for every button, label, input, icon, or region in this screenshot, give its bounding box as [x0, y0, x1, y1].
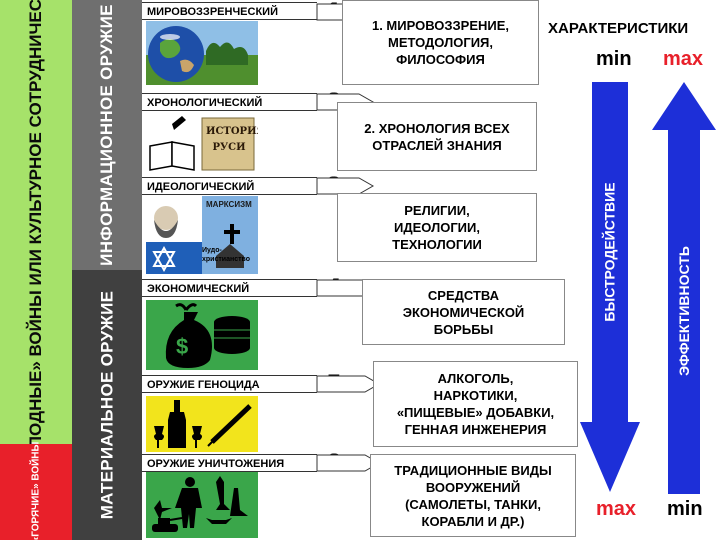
earth-icon [146, 21, 258, 85]
cold-war-label: «ХОЛОДНЫЕ» ВОЙНЫ ИЛИ КУЛЬТУРНОЕ СОТРУДНИ… [26, 0, 46, 481]
category-label-economic: ЭКОНОМИЧЕСКИЙ [142, 279, 317, 297]
speed-top-label: min [596, 48, 632, 70]
money-bag-coins-image: $ [146, 300, 258, 370]
category-label-worldview: МИРОВОЗЗРЕНЧЕСКИЙ [142, 2, 317, 20]
material-weapons-label: МАТЕРИАЛЬНОЕ ОРУЖИЕ [97, 290, 117, 520]
svg-text:$: $ [176, 334, 188, 359]
history-books-image: ИСТОРИЯ РУСИ [146, 112, 258, 174]
speed-label: БЫСТРОДЕЙСТВИЕ [602, 182, 619, 322]
effectiveness-label: ЭФФЕКТИВНОСТЬ [676, 246, 693, 376]
description-1: 1. МИРОВОЗЗРЕНИЕ, МЕТОДОЛОГИЯ, ФИЛОСОФИЯ [342, 0, 539, 85]
effectiveness-bottom-label: min [667, 498, 703, 520]
connector-arrow-5 [316, 375, 381, 393]
description-6: ТРАДИЦИОННЫЕ ВИДЫ ВООРУЖЕНИЙ (САМОЛЕТЫ, … [370, 454, 576, 537]
speed-label-wrap: БЫСТРОДЕЙСТВИЕ [580, 82, 640, 422]
cold-war-band: «ХОЛОДНЫЕ» ВОЙНЫ ИЛИ КУЛЬТУРНОЕ СОТРУДНИ… [0, 0, 72, 481]
effectiveness-top-label: max [663, 48, 704, 70]
ideology-icon [146, 196, 244, 274]
earth-landscape-image [146, 21, 258, 85]
speed-bottom-label: max [596, 498, 637, 520]
description-2: 2. ХРОНОЛОГИЯ ВСЕХ ОТРАСЛЕЙ ЗНАНИЯ [337, 102, 537, 171]
judeo-christian-tile-text: Иудо- христианство [202, 247, 251, 263]
book-icon [149, 116, 255, 171]
money-bag-icon: $ [165, 303, 250, 368]
material-weapons-band: МАТЕРИАЛЬНОЕ ОРУЖИЕ [72, 270, 142, 540]
description-4: СРЕДСТВА ЭКОНОМИЧЕСКОЙ БОРЬБЫ [362, 279, 565, 345]
description-3: РЕЛИГИИ, ИДЕОЛОГИИ, ТЕХНОЛОГИИ [337, 193, 537, 262]
category-label-genocide: ОРУЖИЕ ГЕНОЦИДА [142, 375, 317, 393]
connector-arrow-3 [316, 177, 375, 195]
effectiveness-label-wrap: ЭФФЕКТИВНОСТЬ [652, 130, 716, 492]
hot-war-band: «ГОРЯЧИЕ» ВОЙНЫ [0, 441, 72, 542]
information-weapons-band: ИНФОРМАЦИОННОЕ ОРУЖИЕ [72, 0, 142, 270]
category-label-destruction: ОРУЖИЕ УНИЧТОЖЕНИЯ [142, 454, 317, 472]
military-weapons-image [146, 472, 258, 538]
hot-war-label: «ГОРЯЧИЕ» ВОЙНЫ [30, 441, 42, 542]
marxism-tile-text: МАРКСИЗМ [206, 200, 252, 209]
history-book-title: ИСТОРИЯ РУСИ [206, 126, 258, 153]
category-label-ideological: ИДЕОЛОГИЧЕСКИЙ [142, 177, 317, 195]
weapons-icon [152, 476, 248, 532]
category-label-chronological: ХРОНОЛОГИЧЕСКИЙ [142, 93, 317, 111]
ideology-collage-image: МАРКСИЗМ Иудо- христианство [146, 196, 258, 274]
bottle-syringe-icon [154, 400, 252, 448]
alcohol-syringe-image [146, 396, 258, 452]
characteristics-title: ХАРАКТЕРИСТИКИ [548, 20, 689, 37]
speed-down-arrow [580, 82, 640, 492]
information-weapons-label: ИНФОРМАЦИОННОЕ ОРУЖИЕ [97, 4, 116, 266]
description-5: АЛКОГОЛЬ, НАРКОТИКИ, «ПИЩЕВЫЕ» ДОБАВКИ, … [373, 361, 578, 447]
effectiveness-up-arrow [652, 82, 716, 494]
